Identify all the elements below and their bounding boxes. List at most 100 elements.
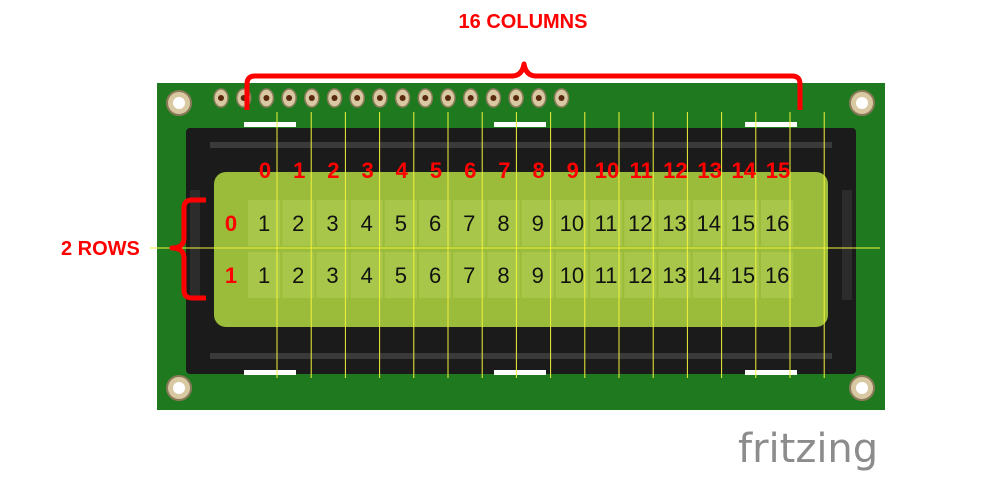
cell-number: 10 (560, 211, 584, 236)
cell-number: 3 (326, 263, 338, 288)
header-pins (213, 88, 570, 108)
cell-number: 11 (595, 211, 618, 236)
row-index-labels: 01 (225, 211, 237, 288)
cell-number: 5 (395, 263, 407, 288)
bezel-side-right (842, 190, 852, 300)
cell-number: 6 (429, 263, 441, 288)
column-index: 5 (430, 158, 442, 183)
column-index: 1 (293, 158, 305, 183)
cell-number: 5 (395, 211, 407, 236)
cell-number: 13 (662, 211, 686, 236)
column-index: 3 (361, 158, 373, 183)
cell-number: 9 (532, 211, 544, 236)
character-cell (487, 200, 520, 246)
character-cell (248, 252, 281, 298)
column-index: 8 (532, 158, 544, 183)
character-cell (282, 252, 315, 298)
character-cell (590, 252, 623, 298)
character-cell (692, 252, 725, 298)
cell-number: 16 (765, 263, 789, 288)
character-cell (624, 200, 657, 246)
cell-number: 4 (361, 263, 373, 288)
column-index: 13 (697, 158, 721, 183)
cell-number: 4 (361, 211, 373, 236)
character-cell (350, 252, 383, 298)
character-cell (555, 200, 588, 246)
cell-number: 15 (731, 211, 755, 236)
column-index: 2 (327, 158, 339, 183)
cell-number: 7 (463, 211, 475, 236)
cell-number: 8 (497, 211, 509, 236)
cell-number: 13 (662, 263, 686, 288)
character-cell (590, 200, 623, 246)
cell-number: 9 (532, 263, 544, 288)
bezel-top-rail (210, 142, 832, 148)
cell-number: 8 (497, 263, 509, 288)
character-cell (521, 252, 554, 298)
character-cell (726, 252, 759, 298)
cell-number: 16 (765, 211, 789, 236)
mounting-holes (166, 90, 875, 401)
cell-number: 12 (628, 211, 652, 236)
bezel-clips (244, 122, 797, 375)
character-cell (316, 252, 349, 298)
character-cell (487, 252, 520, 298)
character-cell (419, 252, 452, 298)
character-cell (453, 200, 486, 246)
column-index: 15 (766, 158, 790, 183)
cell-number: 6 (429, 211, 441, 236)
row-index: 1 (225, 263, 237, 288)
character-cells (248, 200, 794, 298)
cell-number: 7 (463, 263, 475, 288)
cell-number: 14 (696, 263, 720, 288)
character-cell (692, 200, 725, 246)
character-cell (282, 200, 315, 246)
cell-number: 1 (258, 263, 270, 288)
character-cell (384, 252, 417, 298)
cell-number: 11 (595, 263, 618, 288)
column-index: 7 (498, 158, 510, 183)
column-guide-lines (276, 112, 825, 378)
character-cell (419, 200, 452, 246)
column-index: 10 (595, 158, 619, 183)
character-cell (350, 200, 383, 246)
column-index: 12 (663, 158, 687, 183)
cell-number: 14 (696, 211, 720, 236)
row-index: 0 (225, 211, 237, 236)
column-index: 4 (396, 158, 409, 183)
character-cell (726, 200, 759, 246)
bezel-side-left (190, 190, 200, 300)
bezel-bottom-rail (210, 353, 832, 359)
character-cell (658, 200, 691, 246)
character-cell (555, 252, 588, 298)
fritzing-logo: fritzing (738, 426, 878, 472)
columns-label: 16 COLUMNS (459, 11, 588, 33)
character-cell (521, 200, 554, 246)
character-cell (761, 200, 794, 246)
cell-number: 2 (292, 211, 304, 236)
rows-label: 2 ROWS (61, 238, 140, 260)
columns-brace (244, 61, 803, 110)
lcd-screen (214, 172, 828, 327)
character-cell (316, 200, 349, 246)
character-cell (248, 200, 281, 246)
cell-number: 2 (292, 263, 304, 288)
character-cell (384, 200, 417, 246)
column-index: 14 (732, 158, 757, 183)
rows-brace (169, 197, 206, 301)
character-cell (624, 252, 657, 298)
column-index: 0 (259, 158, 271, 183)
cell-number: 10 (560, 263, 584, 288)
cell-number: 1 (258, 211, 270, 236)
cell-number: 12 (628, 263, 652, 288)
column-index: 6 (464, 158, 476, 183)
character-cell (453, 252, 486, 298)
character-cell (761, 252, 794, 298)
cell-number: 15 (731, 263, 755, 288)
column-index: 9 (567, 158, 579, 183)
character-cell (658, 252, 691, 298)
column-index: 11 (630, 158, 653, 183)
